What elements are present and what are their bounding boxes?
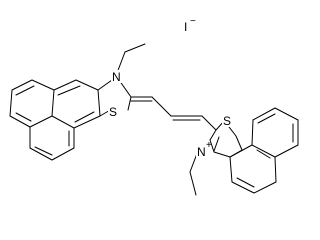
iodide-symbol: I <box>184 20 187 34</box>
upper-middle-ring <box>51 79 101 129</box>
upper-nitrogen-label: N <box>112 70 121 84</box>
lower-middle-ring <box>229 144 277 194</box>
lower-sulfur-label: S <box>223 114 231 128</box>
upper-middle-ring-inner <box>57 85 95 123</box>
upper-outer-ring-inner <box>15 85 35 122</box>
upper-naphthothiazole-unit: N S <box>9 43 146 161</box>
iodide-counterion: I − <box>184 16 196 34</box>
lower-nitrogen-charge: + <box>206 140 212 151</box>
lower-naphthothiazolium-unit: S N + <box>189 107 299 196</box>
trimethine-bridge <box>130 96 217 131</box>
chemical-structure-diagram: I − N S <box>9 16 299 196</box>
iodide-charge: − <box>190 16 196 27</box>
lower-n-label-bg <box>196 145 208 158</box>
lower-c2-n-double <box>213 136 220 152</box>
lower-outer-ring <box>251 107 299 158</box>
upper-outer-ring <box>9 79 55 128</box>
upper-s-label-bg <box>108 105 119 118</box>
lower-ethyl-bond-2 <box>189 171 197 196</box>
upper-sulfur-label: S <box>109 105 117 119</box>
bridge-to-lower-c2 <box>201 115 217 131</box>
upper-n-label-bg <box>111 70 122 83</box>
lower-outer-ring-inner <box>257 113 294 143</box>
upper-ethyl-bond-2 <box>124 43 146 53</box>
lower-s-label-bg <box>222 114 233 127</box>
upper-fused-ring-rim <box>29 126 75 161</box>
lower-nitrogen-label: N <box>197 145 206 159</box>
upper-ethyl-bond-1 <box>116 51 126 74</box>
upper-fused-ring-inner <box>34 130 70 156</box>
bridge-single-bond <box>151 96 172 117</box>
lower-middle-ring-inner <box>236 149 271 188</box>
